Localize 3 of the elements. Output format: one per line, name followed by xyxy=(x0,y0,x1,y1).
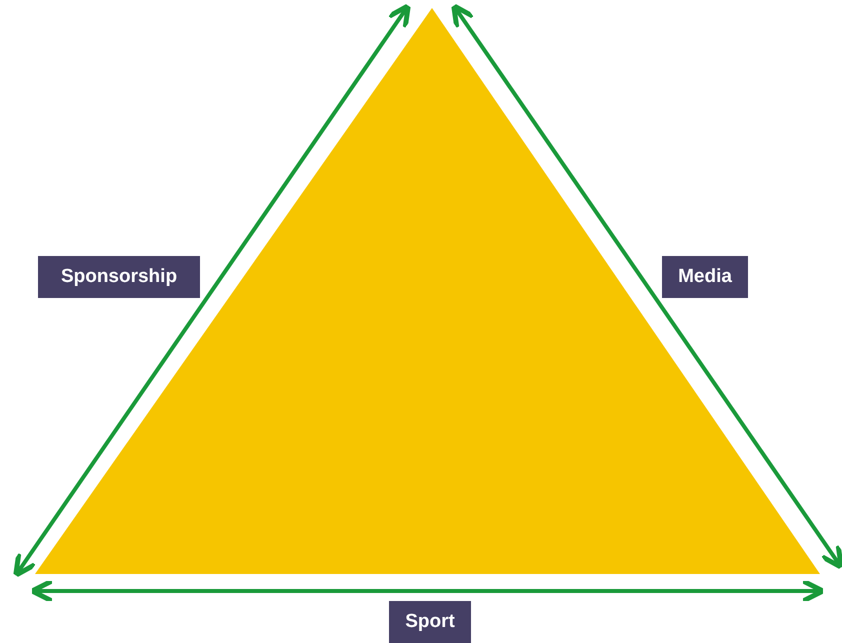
label-tag: Sponsorship xyxy=(38,256,200,298)
label-tag: Sport xyxy=(389,601,471,643)
label-tag: Media xyxy=(662,256,748,298)
